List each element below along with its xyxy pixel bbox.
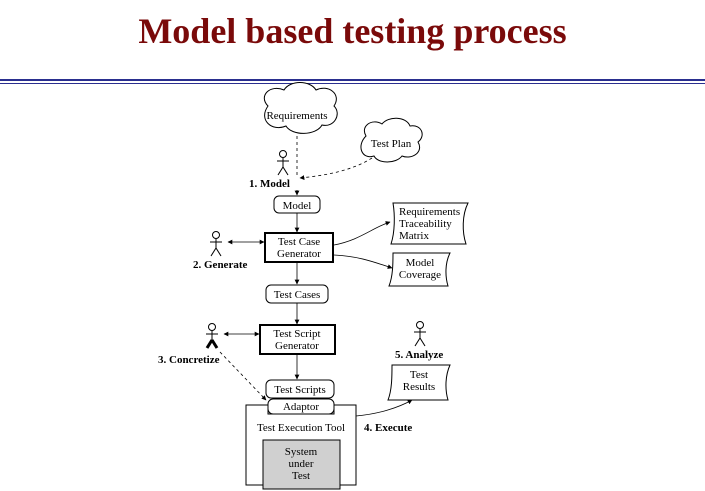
- test-scripts-label: Test Scripts: [274, 384, 325, 396]
- tsg-label-line2: Generator: [275, 340, 319, 352]
- system-under-test-box: System under Test: [262, 439, 341, 490]
- tsg-label-line1: Test Script: [273, 328, 320, 340]
- test-results-document: Test Results: [387, 364, 451, 401]
- step-execute-label: 4. Execute: [364, 422, 412, 434]
- coverage-line2: Coverage: [399, 269, 441, 281]
- model-coverage-document: Model Coverage: [388, 252, 451, 287]
- adaptor-label: Adaptor: [283, 401, 319, 413]
- title-rule-bottom: [0, 83, 705, 84]
- results-line2: Results: [403, 381, 435, 393]
- traceability-line3: Matrix: [399, 230, 429, 242]
- person-icon: [205, 323, 219, 349]
- model-box: Model: [273, 195, 321, 214]
- traceability-matrix-document: Requirements Traceability Matrix: [390, 202, 469, 245]
- arrow-tcg-to-matrix: [333, 221, 391, 246]
- person-icon: [414, 321, 426, 347]
- tcg-label-line1: Test Case: [278, 236, 320, 248]
- model-label: Model: [283, 200, 312, 212]
- page-title: Model based testing process: [138, 11, 567, 51]
- person-icon: [277, 150, 289, 176]
- results-line1: Test: [410, 369, 428, 381]
- test-plan-dashed-connector: [299, 157, 373, 180]
- arrow-execution-to-results: [355, 399, 413, 417]
- traceability-line2: Traceability: [399, 218, 452, 230]
- test-cases-label: Test Cases: [274, 289, 321, 301]
- arrow-tcg-to-coverage: [333, 254, 393, 269]
- test-plan-cloud: Test Plan: [360, 117, 423, 163]
- tcg-label-line2: Generator: [277, 248, 321, 260]
- test-scripts-box: Test Scripts: [265, 379, 335, 399]
- sut-line2: under: [288, 458, 313, 470]
- adaptor-box: Adaptor: [267, 398, 335, 415]
- step-model-label: 1. Model: [249, 178, 290, 190]
- step-generate-label: 2. Generate: [193, 259, 247, 271]
- execution-tool-label: Test Execution Tool: [257, 422, 345, 434]
- person-icon: [210, 231, 222, 257]
- title-rule-top: [0, 79, 705, 81]
- requirements-cloud: Requirements: [263, 82, 338, 134]
- coverage-line1: Model: [406, 257, 435, 269]
- traceability-line1: Requirements: [399, 206, 460, 218]
- requirements-label: Requirements: [266, 110, 327, 122]
- test-script-generator-box: Test Script Generator: [259, 324, 336, 355]
- test-plan-label: Test Plan: [371, 138, 412, 150]
- step-analyze-label: 5. Analyze: [395, 349, 443, 361]
- step-concretize-label: 3. Concretize: [158, 354, 220, 366]
- sut-line3: Test: [292, 470, 310, 482]
- test-cases-box: Test Cases: [265, 284, 329, 304]
- concretize-dashed-connector: [219, 351, 267, 401]
- sut-line1: System: [285, 446, 318, 458]
- test-case-generator-box: Test Case Generator: [264, 232, 334, 263]
